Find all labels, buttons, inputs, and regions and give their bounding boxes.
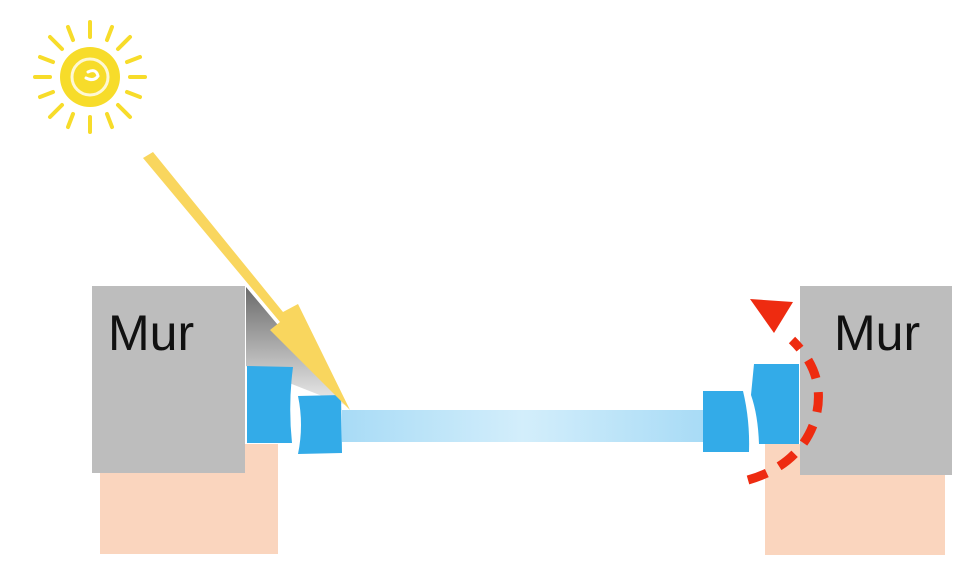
right-frame-outer — [751, 364, 799, 444]
right-wall — [800, 286, 952, 475]
right-frame-inner — [703, 391, 750, 452]
left-frame-outer — [247, 366, 293, 443]
right-wall-label: Mur — [834, 305, 920, 361]
sunray-arrow-icon — [143, 152, 350, 410]
left-frame-inner — [298, 395, 342, 454]
left-wall — [92, 286, 245, 473]
sun-icon — [33, 20, 147, 134]
left-wall-label: Mur — [108, 305, 194, 361]
glass-pane — [342, 410, 704, 442]
airflow-arrow-icon — [746, 299, 823, 485]
